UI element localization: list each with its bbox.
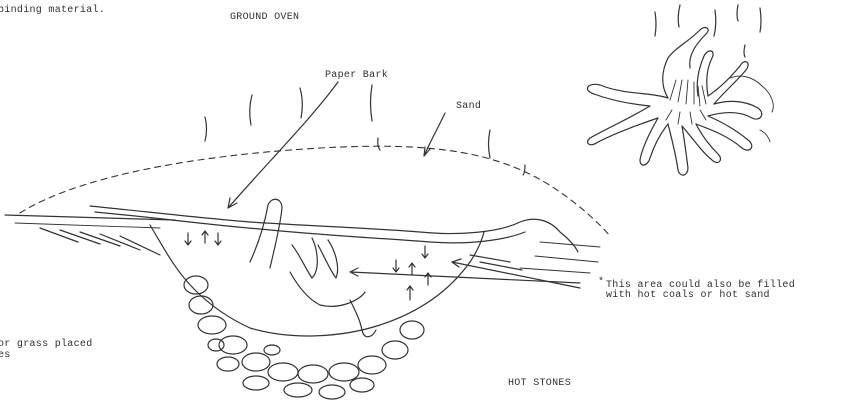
plant-icon xyxy=(587,5,773,175)
hot-stones xyxy=(184,276,424,399)
food-item xyxy=(250,199,282,268)
heat-strokes xyxy=(205,85,525,175)
sand-mound xyxy=(20,146,610,236)
heat-flow-arrows xyxy=(185,231,431,300)
paper-bark-layer xyxy=(90,206,578,252)
paper-bark-arrow xyxy=(228,82,338,208)
note-arrow-2 xyxy=(452,259,580,288)
ground-hatching xyxy=(40,228,522,270)
pit-outline xyxy=(150,225,484,336)
